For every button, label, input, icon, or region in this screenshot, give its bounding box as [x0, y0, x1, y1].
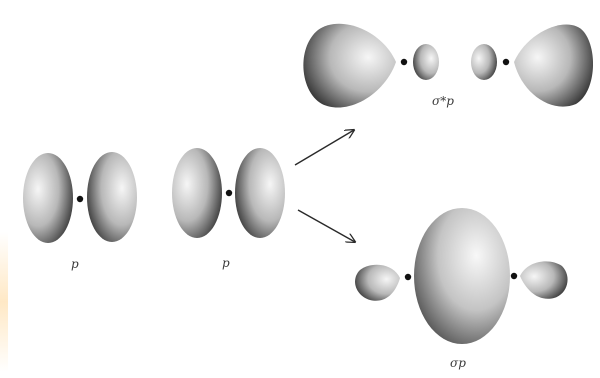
- antibonding-nucleus-right: [503, 59, 509, 65]
- label-sigma-star-p: σ*p: [432, 94, 454, 108]
- antibonding-inner-lobe-right: [471, 44, 497, 80]
- label-p-right: p: [222, 256, 230, 270]
- antibonding-nucleus-left: [401, 59, 407, 65]
- bonding-nucleus-right: [511, 273, 517, 279]
- arrow-to-bonding: [298, 210, 355, 242]
- antibonding-outer-lobe-left: [303, 24, 396, 108]
- antibonding-inner-lobe-left: [413, 44, 439, 80]
- p-orbital-left: [23, 152, 137, 243]
- label-sigma-p: σp: [450, 356, 466, 370]
- p-left-nucleus: [77, 196, 83, 202]
- p-right-lobe-a: [172, 148, 222, 238]
- p-right-nucleus: [226, 190, 232, 196]
- p-right-lobe-b: [235, 148, 285, 238]
- bonding-outer-lobe-right: [520, 261, 568, 298]
- bonding-nucleus-left: [405, 274, 411, 280]
- label-p-left: p: [71, 257, 79, 271]
- bonding-central-lobe: [414, 208, 510, 344]
- arrow-to-antibonding: [295, 130, 354, 165]
- bonding-outer-lobe-left: [355, 265, 400, 301]
- p-left-lobe-b: [87, 152, 137, 242]
- p-left-lobe-a: [23, 153, 73, 243]
- p-orbital-right: [172, 148, 285, 238]
- antibonding-outer-lobe-right: [514, 24, 593, 106]
- sigma-p-orbital: [355, 208, 568, 344]
